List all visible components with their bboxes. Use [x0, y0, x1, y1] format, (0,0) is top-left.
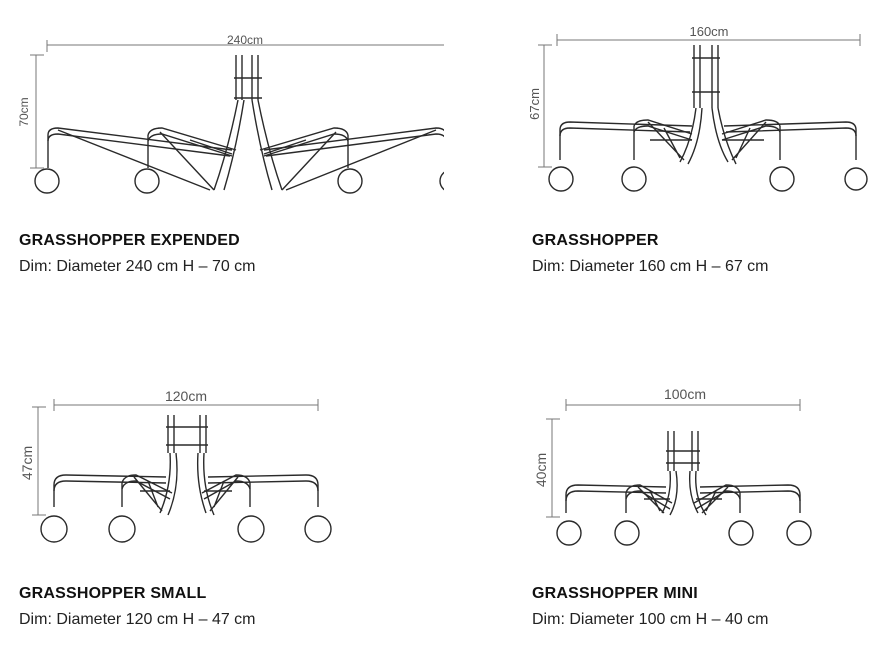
height-dimension-label: 47cm — [19, 446, 35, 480]
lamp-drawing: 240cm 70cm — [17, 33, 444, 194]
product-panel-grasshopper: 160cm 67cm GRASSHOPPER Dim: Diameter 160… — [444, 0, 888, 335]
product-dimensions: Dim: Diameter 120 cm H – 47 cm — [19, 611, 256, 628]
lamp-drawing: 100cm 40cm — [533, 386, 812, 546]
product-title: GRASSHOPPER — [532, 232, 659, 249]
product-panel-grasshopper-mini: 100cm 40cm GRASSHOPPER MINI Dim: Diamete… — [444, 335, 888, 670]
product-dimensions: Dim: Diameter 240 cm H – 70 cm — [19, 258, 256, 275]
width-dimension-label: 240cm — [227, 33, 263, 47]
lamp-drawing: 160cm 67cm — [527, 24, 868, 192]
height-dimension-label: 67cm — [527, 88, 542, 120]
width-dimension-label: 120cm — [165, 388, 207, 404]
bulbs — [556, 520, 812, 546]
product-panel-grasshopper-expended: 240cm 70cm GRASSHOPPER EXPENDED Dim: Dia… — [0, 0, 444, 335]
lamp-frame — [559, 45, 857, 165]
bulbs — [548, 166, 868, 192]
bulbs — [34, 168, 444, 194]
product-dimensions: Dim: Diameter 100 cm H – 40 cm — [532, 611, 769, 628]
width-dimension-label: 100cm — [664, 386, 706, 402]
lamp-frame — [47, 55, 444, 191]
height-dimension-label: 40cm — [533, 453, 549, 487]
height-dimension-label: 70cm — [17, 97, 31, 126]
lamp-drawing: 120cm 47cm — [19, 388, 332, 543]
product-title: GRASSHOPPER EXPENDED — [19, 232, 240, 249]
width-dimension-label: 160cm — [689, 24, 728, 39]
product-title: GRASSHOPPER MINI — [532, 585, 698, 602]
lamp-frame — [53, 415, 319, 516]
lamp-frame — [565, 431, 801, 516]
bulbs — [40, 515, 332, 543]
product-title: GRASSHOPPER SMALL — [19, 585, 207, 602]
product-panel-grasshopper-small: 120cm 47cm GRASSHOPPER SMALL Dim: Diamet… — [0, 335, 444, 670]
product-dimensions: Dim: Diameter 160 cm H – 67 cm — [532, 258, 769, 275]
